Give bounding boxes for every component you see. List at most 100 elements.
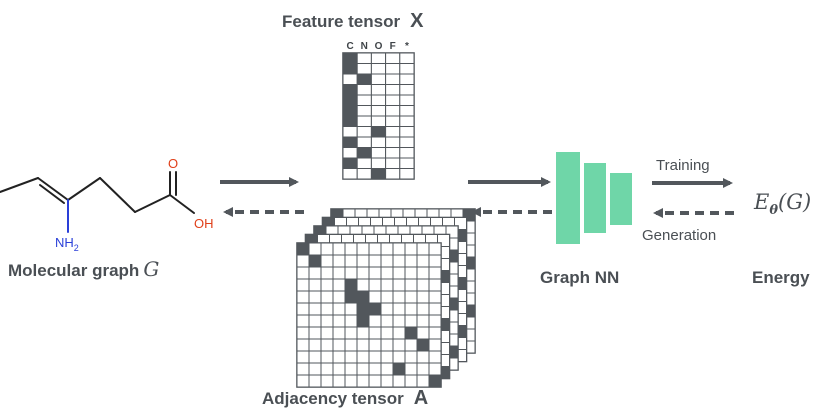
adjacency-cell (368, 362, 382, 376)
feature-cell (370, 94, 387, 106)
adjacency-cell (296, 338, 310, 352)
feature-cell (385, 105, 401, 117)
graph-nn-blocks (556, 152, 632, 244)
adjacency-cell (296, 374, 310, 388)
adjacency-cell (344, 374, 358, 388)
adjacency-cell (380, 302, 394, 316)
energy-arg: (G) (778, 190, 811, 214)
adjacency-cell (332, 314, 346, 328)
adjacency-cell (404, 314, 418, 328)
adjacency-cell (380, 314, 394, 328)
adjacency-cell (320, 314, 334, 328)
adjacency-cell (392, 242, 406, 256)
adjacency-cell (404, 290, 418, 304)
adjacency-cell (356, 254, 370, 268)
feature-cell (385, 63, 401, 75)
feature-cell (399, 157, 415, 169)
adjacency-cell (404, 350, 418, 364)
adjacency-cell (428, 326, 442, 340)
adjacency-cell (356, 350, 370, 364)
molecule-structure (0, 171, 195, 233)
feature-cell (356, 168, 372, 180)
adjacency-cell-filled (308, 254, 322, 268)
adjacency-cell (356, 278, 370, 292)
adjacency-cell (428, 242, 442, 256)
adjacency-cell (308, 374, 322, 388)
adjacency-cell (320, 326, 334, 340)
adjacency-cell (368, 278, 382, 292)
adjacency-cell (320, 290, 334, 304)
adjacency-cell (332, 362, 346, 376)
feature-cell-filled (356, 147, 372, 159)
feature-cell (385, 115, 401, 127)
adjacency-cell (392, 254, 406, 268)
gnn-layer-2 (584, 163, 606, 233)
adjacency-cell (404, 374, 418, 388)
feature-cell (370, 115, 387, 127)
feature-cell (356, 126, 372, 138)
adjacency-cell (356, 338, 370, 352)
adjacency-cell (308, 278, 322, 292)
adjacency-cell (356, 266, 370, 280)
feature-cell-filled (370, 126, 387, 138)
adjacency-cell (320, 338, 334, 352)
adjacency-cell (428, 314, 442, 328)
feature-cell (385, 157, 401, 169)
feature-cell (356, 94, 372, 106)
feature-column-label: * (405, 41, 409, 52)
feature-cell-filled (342, 115, 358, 127)
adjacency-cell (308, 350, 322, 364)
adjacency-cell (296, 302, 310, 316)
feature-cell (385, 168, 401, 180)
feature-cell (385, 84, 401, 96)
adjacency-cell (332, 374, 346, 388)
adjacency-cell-filled (296, 242, 310, 256)
adjacency-cell (296, 326, 310, 340)
feature-cell (356, 115, 372, 127)
amine-text: NH (55, 235, 74, 250)
feature-cell (399, 84, 415, 96)
feature-cell-filled (356, 73, 372, 85)
feature-cell (399, 63, 415, 75)
adjacency-cell (392, 338, 406, 352)
adjacency-cell (380, 290, 394, 304)
feature-column-label: F (390, 41, 396, 52)
adjacency-cell (296, 314, 310, 328)
adjacency-cell-filled (356, 290, 370, 304)
feature-cell (370, 63, 387, 75)
feature-cell (356, 63, 372, 75)
adjacency-cell (344, 254, 358, 268)
adjacency-cell (320, 374, 334, 388)
adjacency-cell (344, 326, 358, 340)
feature-cell (385, 136, 401, 148)
adjacency-cell (392, 374, 406, 388)
feature-tensor-symbol: X (410, 10, 424, 32)
adjacency-cell (392, 278, 406, 292)
adjacency-cell-filled (344, 278, 358, 292)
amine-label: NH2 (55, 235, 79, 253)
adjacency-cell-filled (344, 290, 358, 304)
feature-cell (342, 73, 358, 85)
adjacency-cell-filled (356, 314, 370, 328)
adjacency-cell (380, 326, 394, 340)
adjacency-tensor-symbol: A (414, 387, 428, 409)
feature-cell-filled (342, 94, 358, 106)
adjacency-cell (296, 290, 310, 304)
feature-cell-filled (342, 63, 358, 75)
adjacency-cell (380, 242, 394, 256)
adjacency-cell (380, 374, 394, 388)
feature-cell (342, 147, 358, 159)
gnn-layer-3 (610, 173, 632, 225)
adjacency-cell (296, 362, 310, 376)
adjacency-cell (404, 362, 418, 376)
adjacency-front-layer (296, 242, 442, 388)
adjacency-cell (308, 290, 322, 304)
adjacency-cell (392, 266, 406, 280)
feature-cell (399, 52, 415, 64)
adjacency-cell (332, 338, 346, 352)
adjacency-cell (308, 326, 322, 340)
feature-cell (370, 147, 387, 159)
training-label: Training (656, 157, 710, 174)
